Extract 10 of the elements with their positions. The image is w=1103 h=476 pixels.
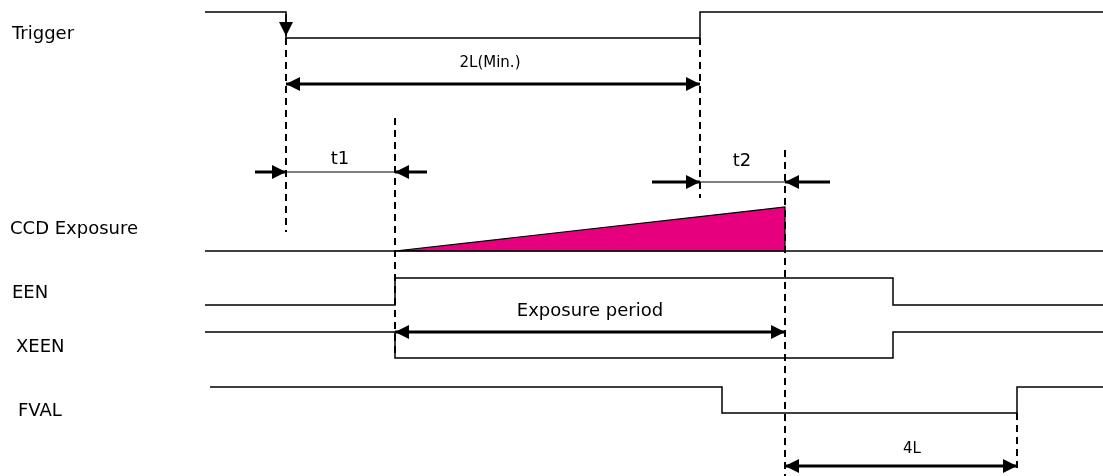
signal-name: CCD Exposure (10, 218, 139, 238)
signal-name: FVAL (18, 400, 62, 420)
dimension-label: t1 (330, 148, 350, 168)
dimension-label: Exposure period (516, 300, 664, 320)
signal-name: Trigger (12, 23, 75, 43)
dimension-label: 4L (903, 439, 921, 457)
signal-name: EEN (12, 282, 49, 302)
signal-name: XEEN (16, 336, 65, 356)
dimension-label: 2L(Min.) (459, 53, 521, 71)
dimension-label: t2 (732, 150, 752, 170)
